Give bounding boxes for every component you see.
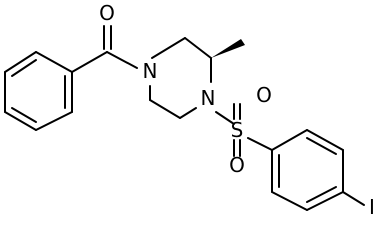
bond (306, 186, 337, 203)
amide-nitrogen-label: N (143, 59, 158, 83)
bond (247, 137, 273, 151)
bond (151, 37, 186, 59)
bond (306, 191, 344, 211)
molecule-diagram: O N N S O O I (4, 1, 375, 218)
bond (306, 129, 344, 151)
sulfonyl-nitrogen-label: N (201, 86, 216, 110)
bond (215, 111, 235, 125)
phenyl-ring (4, 51, 73, 131)
bond (179, 107, 197, 119)
bond (342, 191, 365, 206)
bond (149, 99, 181, 119)
sulfur-label: S (231, 118, 244, 142)
bond (184, 37, 212, 59)
bond (4, 51, 37, 73)
iodine-label: I (369, 195, 375, 218)
bond (4, 111, 37, 131)
bond (11, 107, 37, 123)
methyl-wedge-bond (211, 39, 245, 58)
piperazine-ring (149, 37, 212, 119)
iodophenyl-ring (271, 129, 365, 211)
bond (71, 51, 108, 73)
bond (106, 51, 138, 69)
bond (306, 137, 337, 155)
bond (11, 59, 37, 77)
sulfonyl-oxygen-bottom-label: O (229, 153, 245, 177)
bond (35, 111, 73, 131)
carbonyl-group (71, 25, 138, 73)
sulfonyl-group (215, 103, 273, 157)
bond (271, 191, 308, 211)
carbonyl-oxygen-label: O (99, 1, 115, 25)
bond (271, 129, 308, 151)
structure-canvas: O N N S O O I (4, 1, 375, 218)
bond (35, 51, 73, 73)
sulfonyl-oxygen-top-label: O (256, 83, 272, 107)
